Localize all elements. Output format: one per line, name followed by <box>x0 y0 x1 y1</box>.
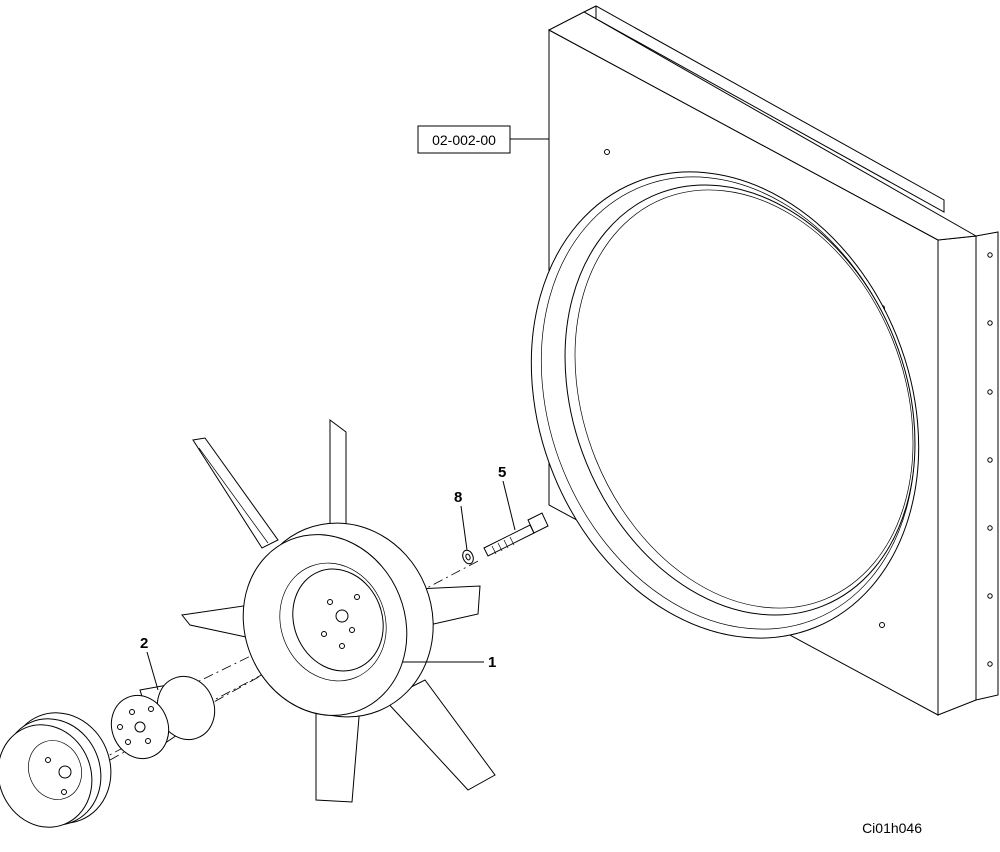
pulley-center-hole <box>58 765 72 779</box>
pulley-hub <box>28 740 82 800</box>
bolt-thread <box>491 545 497 555</box>
callout-spacer: 2 <box>140 635 159 691</box>
pulley-front-flange <box>0 724 93 828</box>
radiator-top-plate <box>582 5 945 213</box>
washer-outer <box>462 549 474 565</box>
callout-leader-8 <box>460 505 468 551</box>
fan-assembly <box>181 419 496 803</box>
radiator-side-strip <box>975 231 999 701</box>
shroud-side-face <box>937 235 977 716</box>
radiator-shroud <box>530 5 999 716</box>
pulley-hole <box>45 757 51 763</box>
reference-callout: 02-002-00 <box>417 125 549 154</box>
bolt-thread <box>503 539 509 549</box>
bolt-head <box>527 512 549 534</box>
callout-number-5: 5 <box>498 464 506 481</box>
shroud-ring-inner <box>564 184 916 616</box>
fan-blade-edge <box>198 447 269 544</box>
drawing-code: Ci01h046 <box>862 820 922 836</box>
fan-center-hole <box>335 609 349 623</box>
callout-leader-5 <box>502 480 516 531</box>
spacer <box>110 676 216 759</box>
spacer-hole <box>148 706 154 712</box>
bolt-thread <box>497 542 503 552</box>
spacer-center-hole <box>134 721 146 733</box>
callout-number-2: 2 <box>140 635 148 652</box>
reference-box-text: 02-002-00 <box>432 132 496 148</box>
spacer-hole <box>125 739 131 745</box>
shroud-ring-depth <box>574 189 914 609</box>
fan-bolt-hole <box>354 594 360 600</box>
callout-washer: 8 <box>454 489 468 551</box>
callout-bolt: 5 <box>498 464 516 531</box>
strip-holes <box>987 252 993 667</box>
fan-blade-upper-left <box>192 437 279 549</box>
spacer-hole <box>129 709 135 715</box>
callout-fan: 1 <box>402 654 496 671</box>
spacer-hole <box>145 738 151 744</box>
washer <box>462 549 474 565</box>
bolt-thread <box>509 536 515 546</box>
fan-bolt-hole <box>339 643 345 649</box>
fan-bolt-hole <box>327 599 333 605</box>
spacer-hole <box>117 724 123 730</box>
bolt <box>483 512 549 557</box>
fan-bolt-hole <box>349 627 355 633</box>
reference-box <box>417 125 511 154</box>
washer-hole <box>465 553 471 561</box>
callout-number-1: 1 <box>488 654 496 671</box>
shroud-top-face <box>547 11 978 241</box>
pulley-hole <box>61 789 67 795</box>
fan-hub-recess <box>279 562 387 682</box>
pulley <box>0 712 112 828</box>
callout-number-8: 8 <box>454 489 462 506</box>
bolt-shank <box>483 524 535 557</box>
fan-bolt-hole <box>321 631 327 637</box>
callout-leader-2 <box>146 651 159 691</box>
